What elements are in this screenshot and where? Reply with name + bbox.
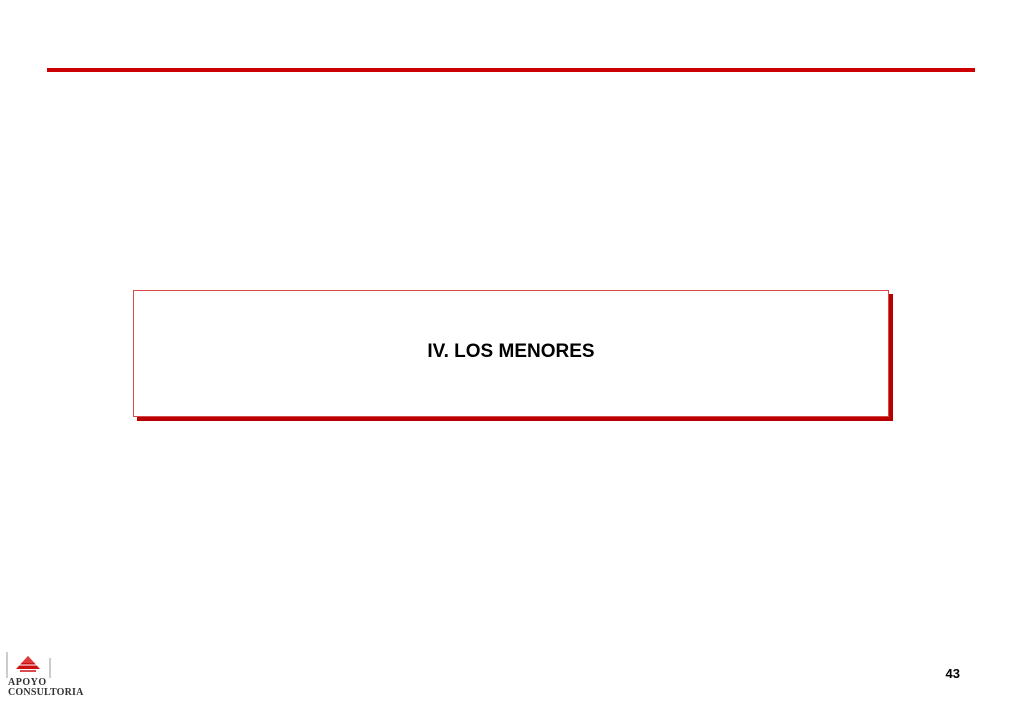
section-title: IV. LOS MENORES <box>427 341 595 362</box>
section-title-box: IV. LOS MENORES <box>133 290 889 417</box>
apoyo-consultoria-logo: APOYO CONSULTORIA <box>6 652 86 702</box>
apoyo-pyramid-icon <box>6 652 51 678</box>
header-divider <box>47 68 975 72</box>
logo-text-consultoria: CONSULTORIA <box>8 687 84 698</box>
logo-text-apoyo: APOYO <box>8 677 47 688</box>
page-number: 43 <box>945 666 960 681</box>
